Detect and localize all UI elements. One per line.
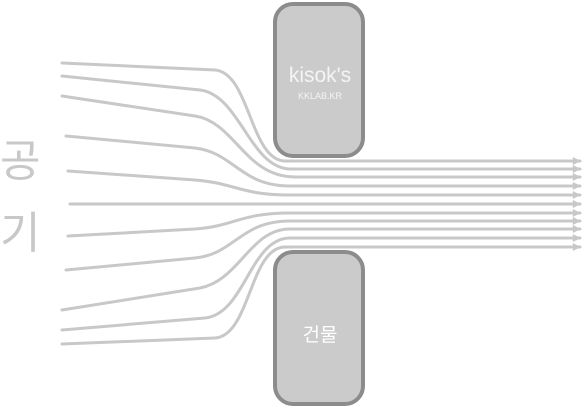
air-label-char-1: 공 (0, 136, 41, 187)
streamline-3 (60, 94, 582, 181)
streamline-10 (60, 234, 582, 332)
streamline-4 (64, 134, 582, 190)
top-building (273, 2, 365, 158)
bottom-building (273, 250, 365, 406)
streamline-11 (60, 243, 582, 346)
streamlines (60, 61, 582, 346)
watermark-main: kisok's (288, 64, 352, 87)
streamline-8 (64, 217, 582, 272)
streamline-1 (60, 61, 582, 165)
streamline-9 (60, 225, 582, 312)
building-label: 건물 (302, 324, 338, 346)
streamline-2 (60, 74, 582, 173)
watermark-sub: KKLAB.KR (297, 91, 343, 101)
air-label-char-2: 기 (0, 208, 41, 259)
streamline-7 (66, 209, 582, 238)
streamline-5 (66, 169, 582, 199)
